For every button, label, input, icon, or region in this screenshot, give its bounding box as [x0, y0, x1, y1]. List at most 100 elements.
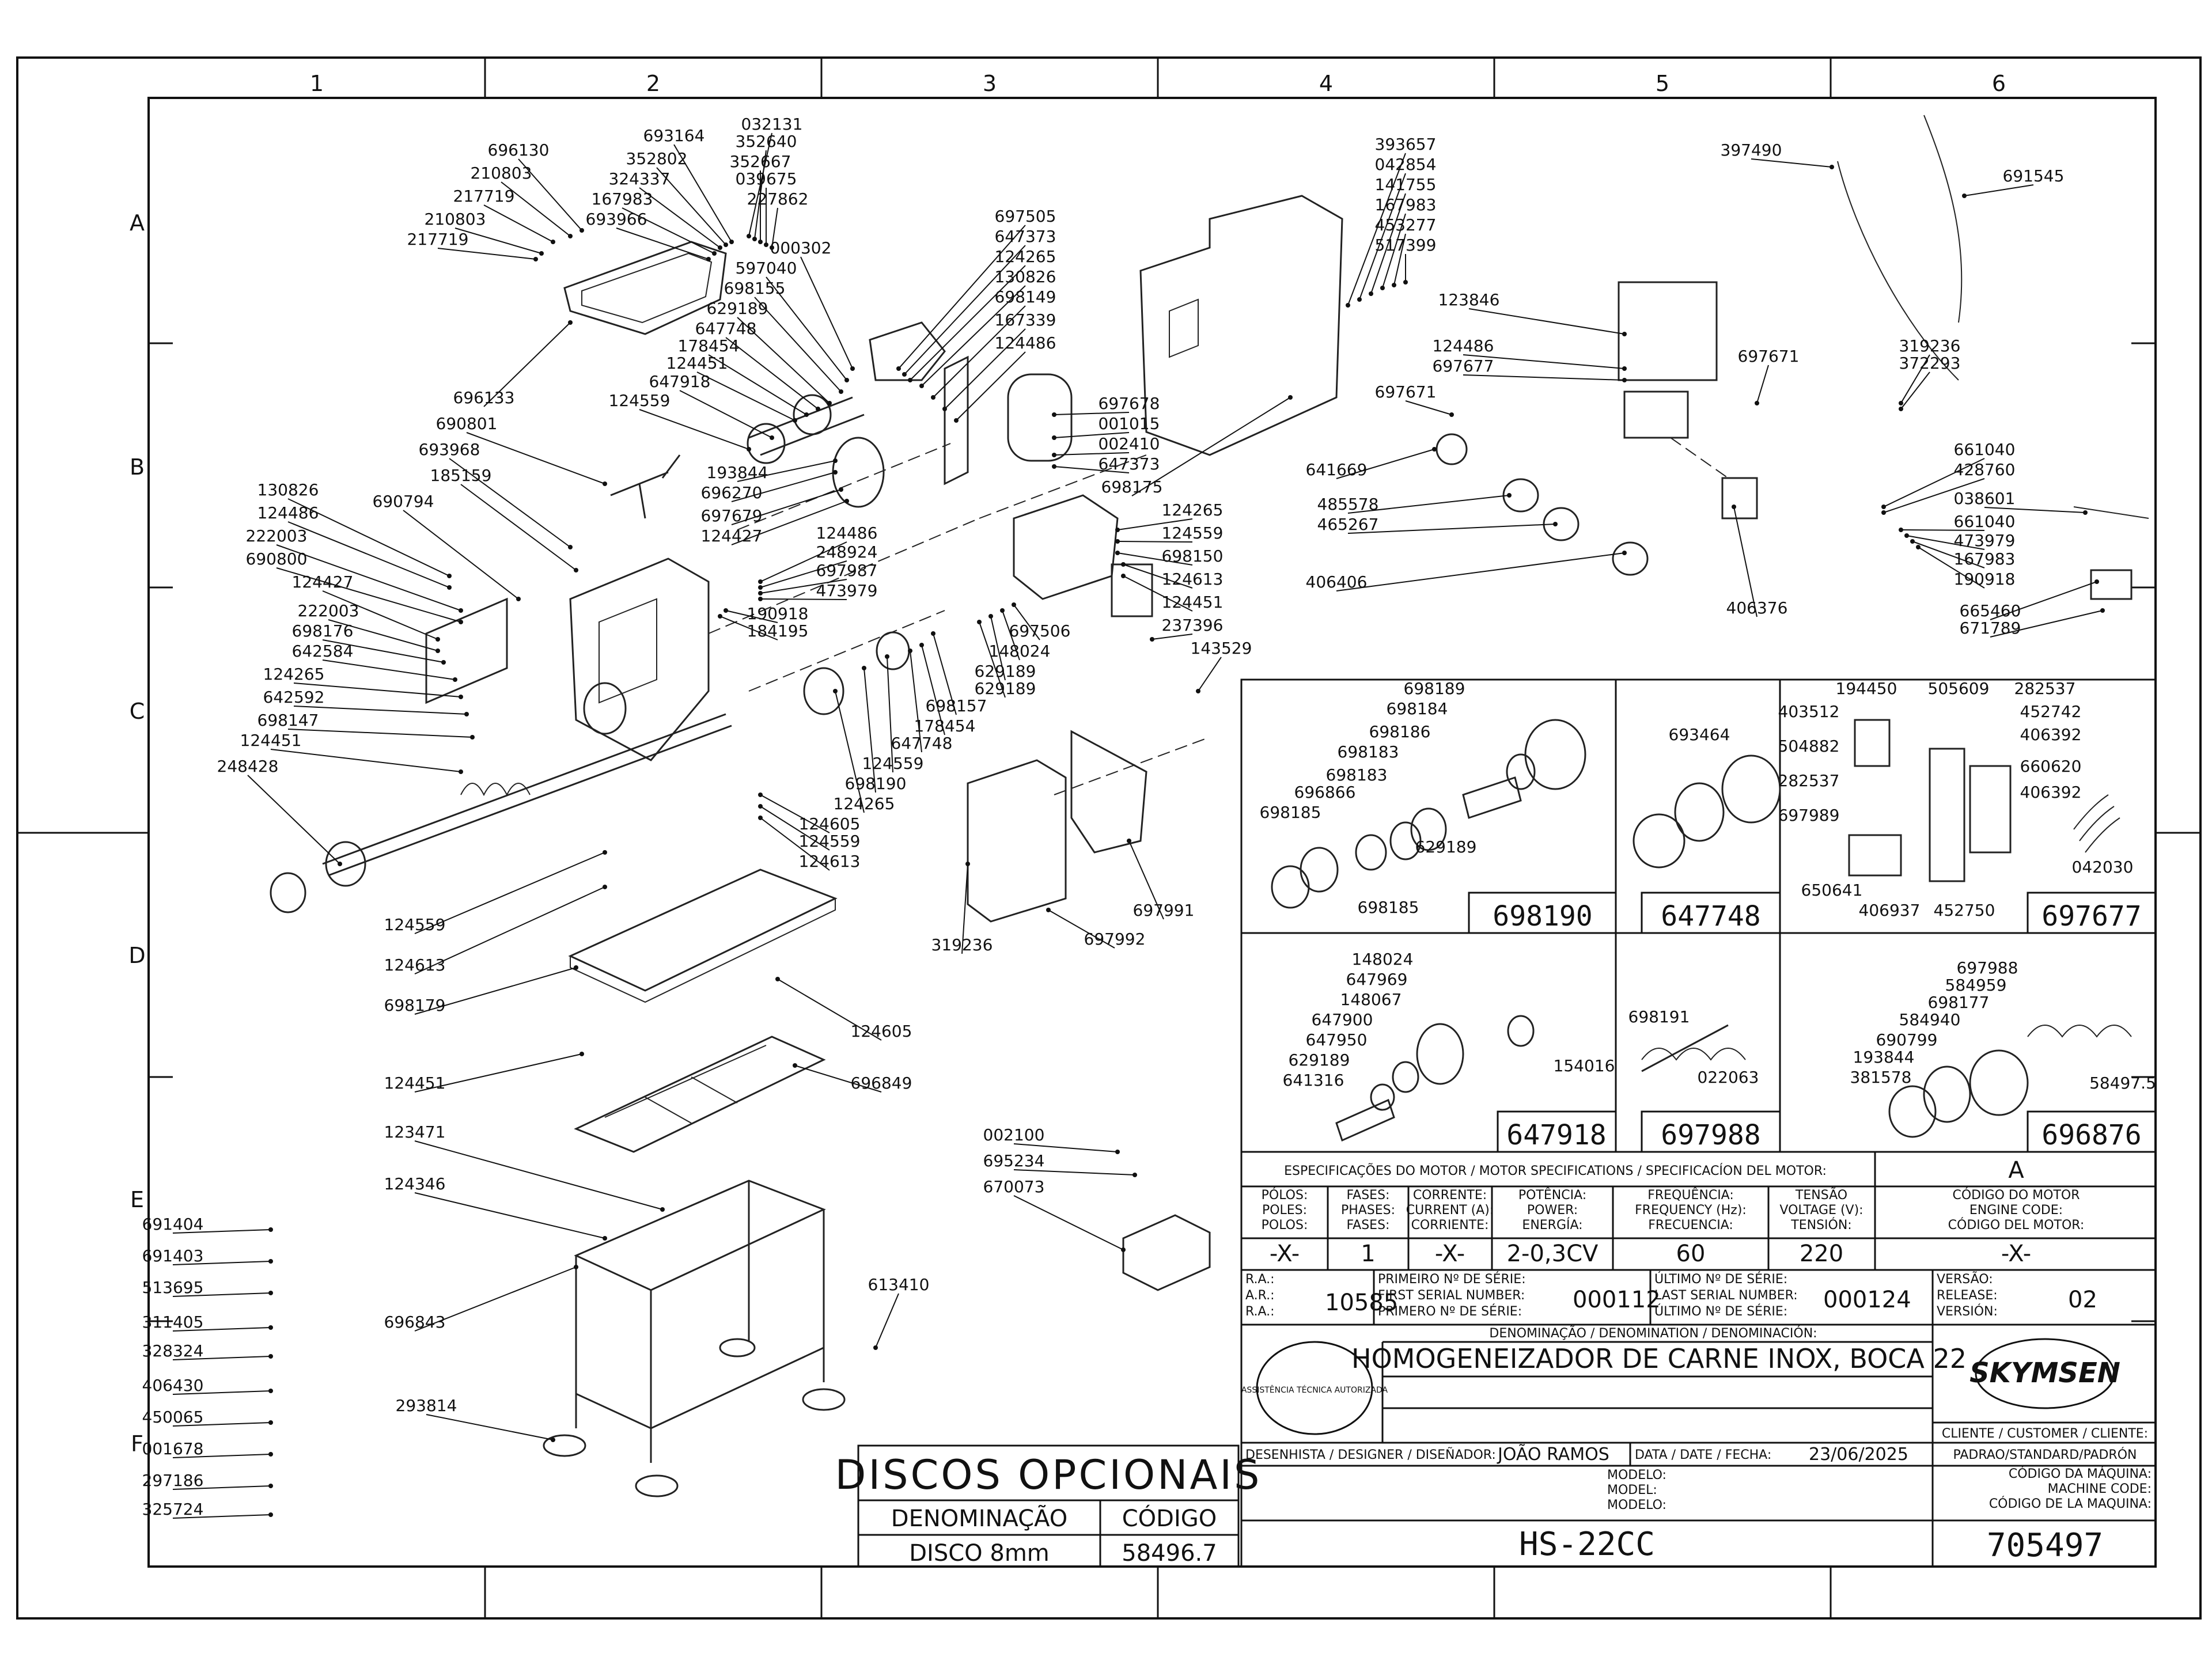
part-callout: 130826: [257, 480, 452, 578]
detail-callout-label: 698183: [1338, 742, 1399, 761]
callout-dot: [988, 614, 993, 619]
ra-value: 10585: [1325, 1290, 1398, 1316]
callout-leader: [1128, 840, 1164, 920]
callout-leader: [887, 656, 893, 773]
callout-leader: [501, 181, 571, 237]
callout-label: 124613: [1162, 570, 1224, 589]
part-callout: 690800: [246, 549, 463, 624]
part-callout: 647373: [1052, 454, 1160, 473]
callout-dot: [1904, 533, 1909, 538]
model-value: HS-22CC: [1519, 1526, 1655, 1563]
callout-leader: [1054, 452, 1130, 456]
detail-callouts: 6981896981846981866981836981836968666981…: [1260, 679, 2156, 1093]
callout-leader: [172, 1454, 271, 1458]
ra-label: A.R.:: [1245, 1288, 1275, 1303]
callout-label: 691545: [2003, 166, 2065, 185]
callout-leader: [1013, 1169, 1135, 1175]
callout-label: 465267: [1317, 515, 1379, 534]
callout-leader: [921, 285, 1026, 386]
callout-leader: [1918, 547, 1985, 589]
callout-label: 124605: [799, 814, 861, 833]
callout-leader: [1117, 518, 1193, 530]
part-callout: 178454: [678, 336, 809, 417]
callout-leader: [961, 863, 968, 954]
callout-leader: [287, 729, 473, 738]
callout-leader: [737, 317, 830, 404]
part-callout: 185159: [430, 466, 578, 572]
callout-leader: [1382, 213, 1406, 289]
callout-label: 222003: [298, 601, 359, 620]
callout-label: 647373: [1099, 454, 1160, 473]
callout-label: 032131: [741, 115, 803, 134]
part-callout: 124613: [384, 885, 607, 974]
callout-leader: [1405, 400, 1452, 415]
callout-dot: [1622, 366, 1627, 371]
motor-spec-columns: PÓLOS:POLES:POLOS:-X-FASES:PHASES:FASES:…: [1262, 1187, 2085, 1267]
spec-label: CURRENT (A):: [1406, 1203, 1494, 1218]
part-callout: 222003: [246, 526, 463, 613]
callout-label: 324337: [609, 169, 671, 188]
callout-leader: [979, 621, 1006, 698]
callout-leader: [1123, 564, 1193, 589]
callout-label: 124486: [257, 503, 319, 522]
callout-leader: [1054, 466, 1130, 473]
part-callout: 697679: [701, 487, 843, 525]
callout-dot: [551, 240, 555, 244]
callout-leader: [1964, 184, 2034, 196]
callout-leader: [737, 460, 836, 482]
spec-value: 1: [1361, 1241, 1375, 1267]
callout-dot: [453, 677, 457, 682]
callout-leader: [414, 1266, 577, 1332]
callout-dot: [1115, 1150, 1120, 1154]
callout-leader: [766, 276, 847, 381]
part-callout: 697671: [1375, 382, 1454, 417]
callout-dot: [1346, 303, 1350, 308]
callout-label: 124613: [799, 852, 861, 871]
detail-callout-label: 698184: [1387, 699, 1448, 718]
callout-label: 690801: [436, 414, 498, 433]
callout-dot: [268, 1389, 273, 1393]
callout-label: 698157: [926, 696, 987, 715]
callout-label: 148024: [989, 642, 1051, 661]
callout-leader: [921, 644, 945, 735]
callout-label: 124451: [666, 354, 728, 373]
callout-dot: [908, 378, 912, 382]
part-callout: 124559: [1115, 524, 1223, 544]
callout-dot: [833, 689, 838, 693]
callout-dot: [1830, 165, 1834, 169]
callout-label: 642584: [292, 642, 354, 661]
first-serial-label: PRIMERO Nº DE SÉRIE:: [1378, 1304, 1522, 1319]
callout-dot: [1000, 608, 1005, 613]
part-callout: 698179: [384, 965, 578, 1015]
row-label: B: [130, 454, 145, 480]
last-serial-label: ÚLTIMO Nº DE SÉRIE:: [1654, 1272, 1787, 1287]
callout-leader: [426, 1414, 554, 1440]
callout-dot: [1132, 1173, 1137, 1177]
callout-leader: [1152, 634, 1193, 640]
callout-label: 124451: [1162, 593, 1224, 612]
callout-dot: [1899, 407, 1903, 411]
part-callout: 697992: [1046, 908, 1145, 949]
part-callout: 406406: [1306, 551, 1627, 591]
callout-dot: [268, 1452, 273, 1457]
callout-leader: [910, 650, 922, 753]
spec-label: TENSIÓN:: [1790, 1218, 1851, 1233]
callout-dot: [568, 320, 573, 325]
part-callout: 641669: [1306, 447, 1437, 479]
callout-label: 178454: [914, 716, 976, 735]
spec-label: FASES:: [1347, 1218, 1390, 1233]
callout-dot: [1196, 689, 1200, 693]
callout-dot: [1369, 291, 1373, 296]
callout-label: 697678: [1099, 394, 1160, 413]
spec-label: CÓDIGO DEL MOTOR:: [1948, 1218, 2085, 1233]
callout-dot: [1732, 505, 1736, 509]
callout-dot: [931, 631, 935, 636]
callout-dot: [338, 862, 342, 866]
callout-label: 406430: [142, 1376, 204, 1395]
discos-col-code: CÓDIGO: [1122, 1504, 1217, 1532]
callout-dot: [1052, 435, 1056, 440]
part-callout: 237396: [1150, 616, 1223, 642]
model-label: MODELO:: [1607, 1498, 1666, 1512]
row-label: D: [128, 943, 145, 968]
